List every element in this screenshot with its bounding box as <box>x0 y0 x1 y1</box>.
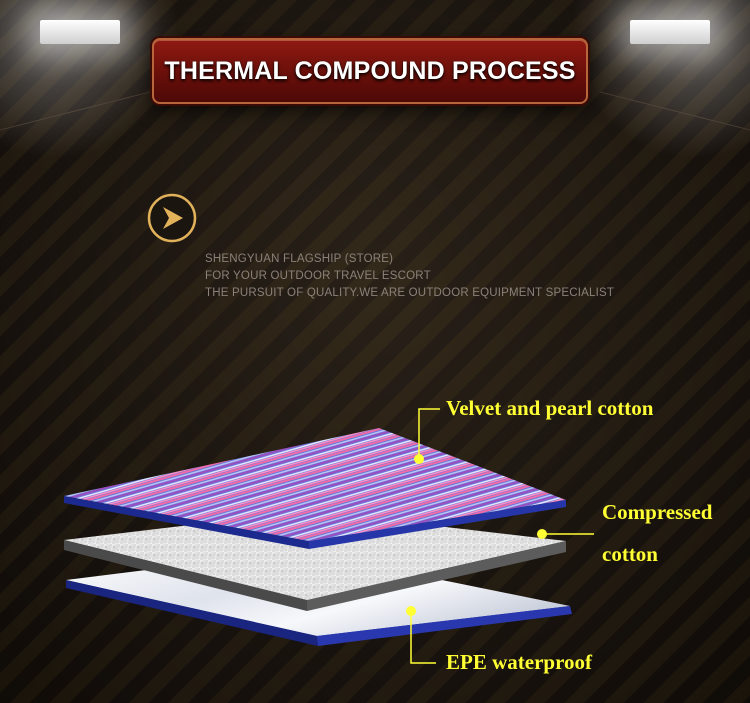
banner-title: THERMAL COMPOUND PROCESS <box>164 56 576 85</box>
label-compressed-line2: cotton <box>602 542 658 566</box>
label-epe-waterproof: EPE waterproof <box>446 650 593 674</box>
label-compressed-line1: Compressed <box>602 500 713 524</box>
label-velvet-pearl-cotton: Velvet and pearl cotton <box>446 396 654 420</box>
layer-compressed-cotton <box>64 511 566 611</box>
chevron-right-icon <box>147 193 197 243</box>
callout-line-epe <box>410 611 436 664</box>
callout-dot-compressed <box>537 529 547 539</box>
lamp-right <box>630 20 710 44</box>
lamp-left <box>40 20 120 44</box>
layer-velvet-pearl-cotton <box>64 428 566 549</box>
title-banner: THERMAL COMPOUND PROCESS <box>152 38 588 104</box>
callout-dot-epe <box>406 606 416 616</box>
tagline-line-1: SHENGYUAN FLAGSHIP (STORE) <box>205 253 394 265</box>
tagline-line-3: THE PURSUIT OF QUALITY.WE ARE OUTDOOR EQ… <box>205 287 615 299</box>
tagline-line-2: FOR YOUR OUTDOOR TRAVEL ESCORT <box>205 270 431 282</box>
callout-line-velvet <box>418 408 440 459</box>
callout-dot-velvet <box>414 454 424 464</box>
